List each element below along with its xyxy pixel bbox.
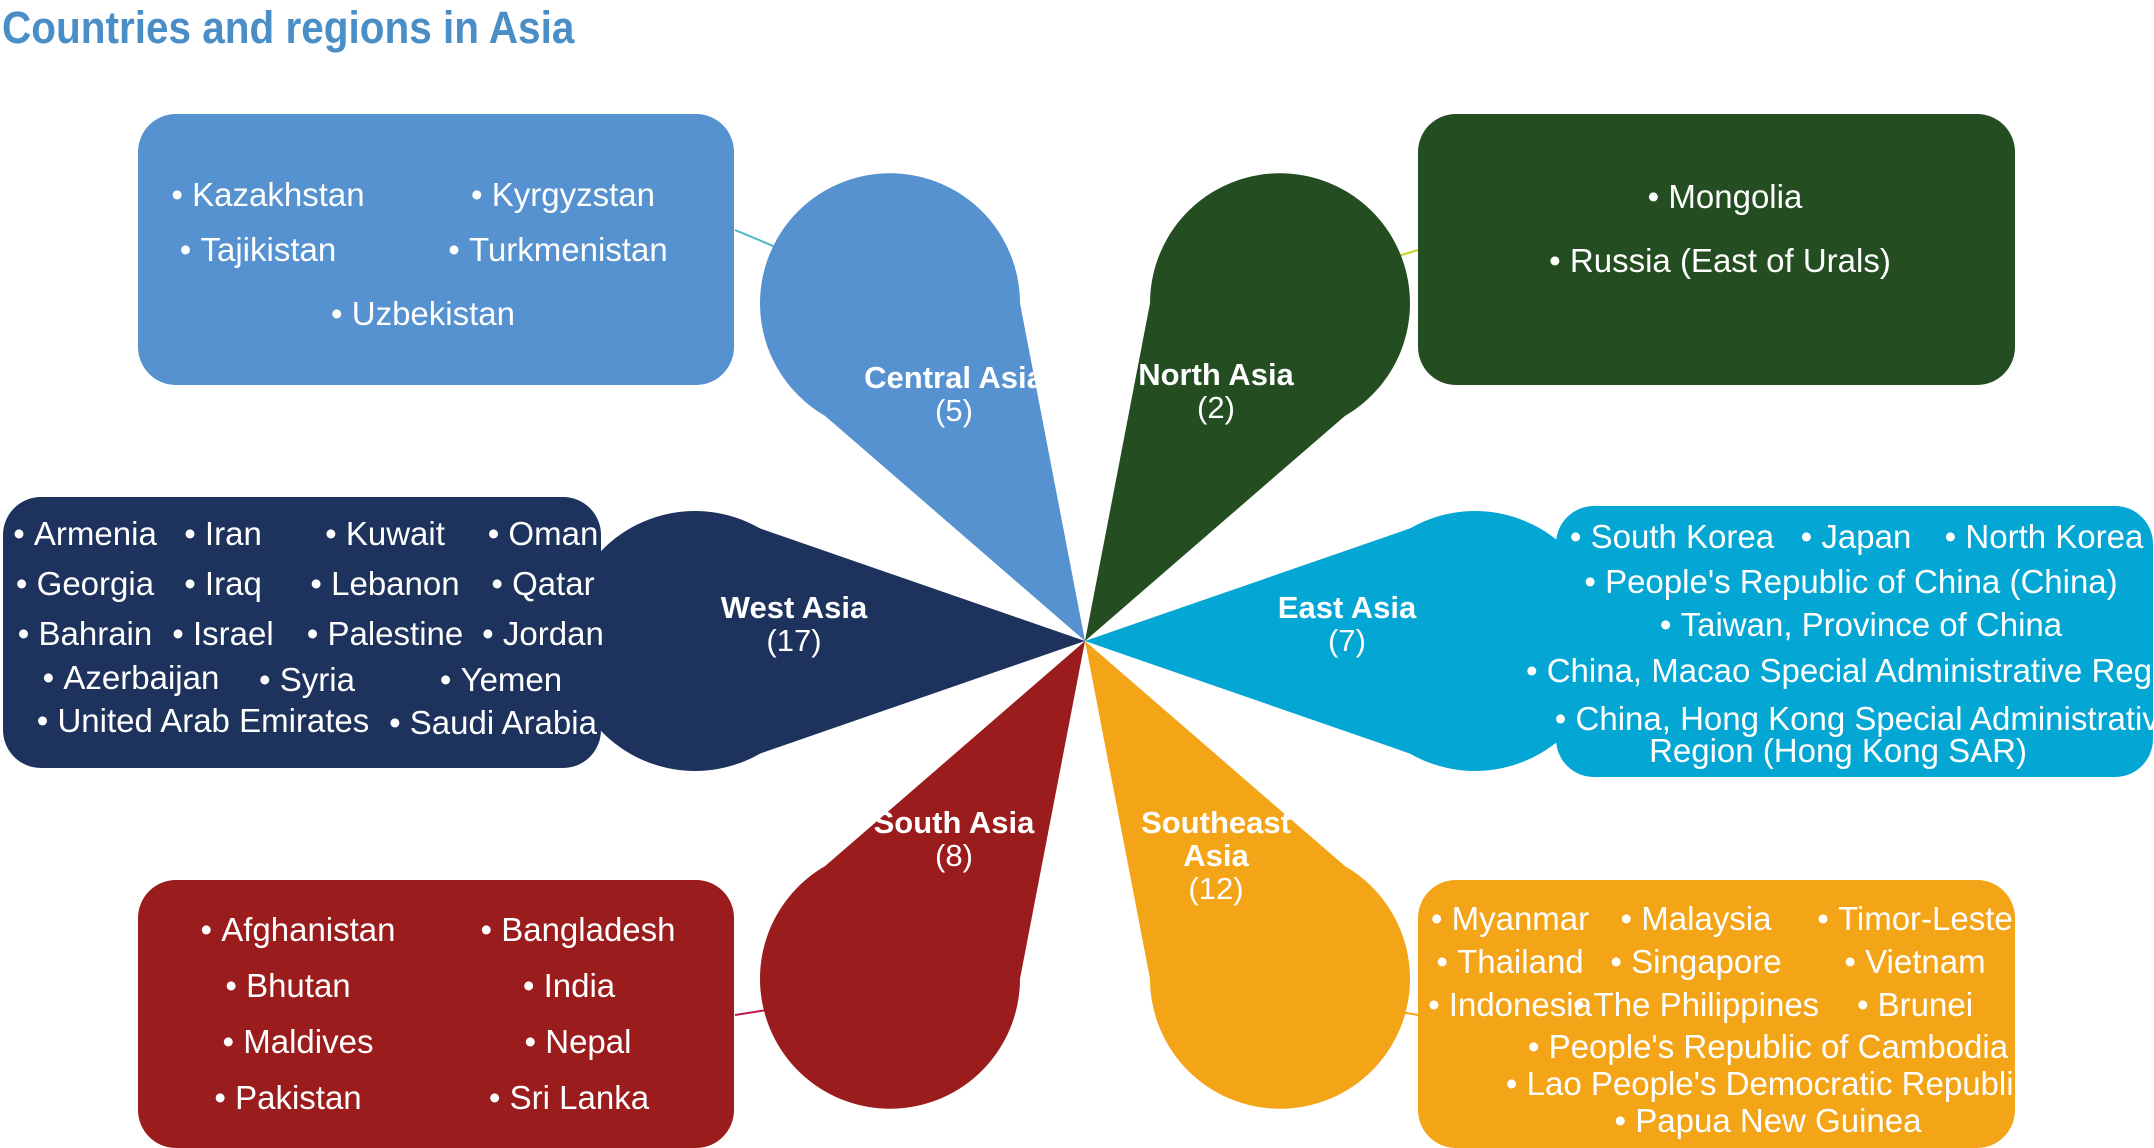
list-item: Uzbekistan <box>331 297 515 330</box>
list-item: Singapore <box>1610 945 1781 978</box>
region-label-south: South Asia (8) <box>874 806 1035 872</box>
list-item: Iran <box>184 517 262 550</box>
list-item: Armenia <box>13 517 157 550</box>
region-count: (7) <box>1328 623 1366 658</box>
list-item: Bangladesh <box>480 913 675 946</box>
list-item: Region (Hong Kong SAR) <box>1649 732 2027 769</box>
region-label-central: Central Asia (5) <box>864 361 1044 427</box>
list-item: Jordan <box>482 617 604 650</box>
south-asia-box: Afghanistan Bangladesh Bhutan India Mald… <box>138 880 734 1148</box>
petal-north <box>1085 173 1410 641</box>
region-name: West Asia <box>720 590 868 625</box>
region-name: Asia <box>1183 838 1249 873</box>
list-item: Papua New Guinea <box>1615 1104 1921 1137</box>
petal-west <box>564 510 1085 771</box>
petal-south <box>760 641 1085 1109</box>
region-label-west: West Asia (17) <box>721 591 867 657</box>
region-count: (2) <box>1197 390 1235 425</box>
page-title: Countries and regions in Asia <box>2 2 575 53</box>
southeast-asia-box: Myanmar Malaysia Timor-Leste Thailand Si… <box>1418 880 2030 1148</box>
petal-east <box>1085 511 1606 771</box>
region-name: Southeast <box>1141 805 1291 840</box>
list-item: Yemen <box>440 663 563 696</box>
east-asia-box: South Korea Japan North Korea People's R… <box>1547 506 2154 777</box>
list-item: Brunei <box>1857 988 1973 1021</box>
list-item: Pakistan <box>214 1081 362 1114</box>
list-item: Turkmenistan <box>448 233 668 266</box>
list-item: Vietnam <box>1844 945 1985 978</box>
list-item: Sri Lanka <box>489 1081 649 1114</box>
list-item: People's Republic of China (China) <box>1584 565 2118 598</box>
list-item: Russia (East of Urals) <box>1549 244 1891 277</box>
region-name: Central Asia <box>864 360 1044 395</box>
region-count: (17) <box>766 623 822 658</box>
west-asia-box: Armenia Iran Kuwait Oman Georgia Iraq Le… <box>3 497 604 768</box>
region-label-southeast: Southeast Asia (12) <box>1141 806 1291 905</box>
north-asia-box: Mongolia Russia (East of Urals) <box>1418 114 2015 385</box>
list-item: Oman <box>488 517 598 550</box>
list-item: India <box>523 969 616 1002</box>
list-item: Japan <box>1801 520 1911 553</box>
region-count: (8) <box>935 838 973 873</box>
region-label-north: North Asia (2) <box>1138 358 1294 424</box>
region-name: North Asia <box>1138 357 1294 392</box>
list-item: China, Hong Kong Special Administrative <box>1555 702 2154 735</box>
region-name: East Asia <box>1277 590 1417 625</box>
petal-central <box>760 173 1085 641</box>
list-item: Indonesia <box>1428 988 1592 1021</box>
list-item: Syria <box>259 663 355 696</box>
list-item: Kazakhstan <box>171 178 364 211</box>
list-item: Israel <box>172 617 274 650</box>
list-item: Afghanistan <box>200 913 395 946</box>
list-item: People's Republic of Cambodia <box>1528 1030 2008 1063</box>
petal-southeast <box>1085 641 1410 1109</box>
list-item: Taiwan, Province of China <box>1660 608 2063 641</box>
region-count: (5) <box>935 393 973 428</box>
list-item: North Korea <box>1945 520 2143 553</box>
list-item: Tajikistan <box>180 233 337 266</box>
list-item: Lao People's Democratic Republic <box>1506 1067 2030 1100</box>
central-asia-box: Kazakhstan Kyrgyzstan Tajikistan Turkmen… <box>138 114 734 385</box>
list-item: The Philippines <box>1573 988 1820 1021</box>
region-name: South Asia <box>873 805 1035 840</box>
list-item: Iraq <box>184 567 262 600</box>
list-item: Qatar <box>491 567 595 600</box>
region-label-east: East Asia (7) <box>1278 591 1416 657</box>
list-item: Kuwait <box>325 517 445 550</box>
list-item: Bahrain <box>18 617 152 650</box>
list-item: Maldives <box>223 1025 373 1058</box>
list-item: Mongolia <box>1648 180 1802 213</box>
list-item: Thailand <box>1436 945 1584 978</box>
list-item: Georgia <box>16 567 154 600</box>
list-item: Palestine <box>307 617 463 650</box>
list-item: Azerbaijan <box>43 661 219 694</box>
region-count: (12) <box>1188 871 1244 906</box>
list-item: Lebanon <box>310 567 459 600</box>
list-item: South Korea <box>1570 520 1774 553</box>
list-item: Saudi Arabia <box>389 706 597 739</box>
list-item: Malaysia <box>1621 902 1771 935</box>
list-item: Nepal <box>525 1025 631 1058</box>
list-item: Bhutan <box>225 969 351 1002</box>
list-item: Timor-Leste <box>1817 902 2013 935</box>
list-item: China, Macao Special Administrative Regi… <box>1526 654 2154 687</box>
list-item: Kyrgyzstan <box>471 178 655 211</box>
list-item: Myanmar <box>1431 902 1590 935</box>
list-item: United Arab Emirates <box>37 704 369 737</box>
